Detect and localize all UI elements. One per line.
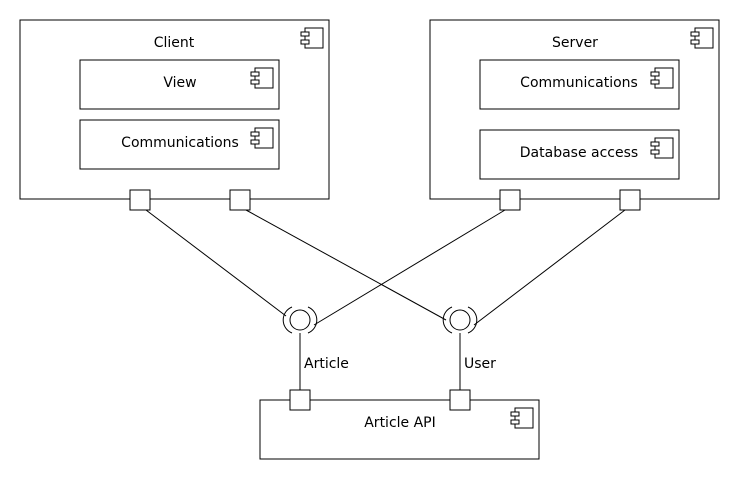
server-communications-title: Communications bbox=[520, 75, 638, 91]
connectors bbox=[145, 209, 626, 390]
article-ball-icon bbox=[289, 309, 311, 331]
article-socket-right-icon bbox=[307, 306, 318, 334]
edge-client-port2-to-user[interactable] bbox=[245, 209, 447, 321]
api-port-article[interactable] bbox=[289, 389, 311, 411]
user-ball-icon bbox=[449, 309, 471, 331]
edge-server-port2-to-user[interactable] bbox=[473, 209, 626, 326]
server-database-access-component[interactable]: Database access bbox=[479, 129, 680, 180]
edge-server-port1-to-article[interactable] bbox=[313, 209, 506, 326]
user-socket-right-icon bbox=[467, 306, 478, 334]
server-communications-component[interactable]: Communications bbox=[479, 59, 680, 110]
api-port-user[interactable] bbox=[449, 389, 471, 411]
client-port-user[interactable] bbox=[229, 189, 251, 211]
article-socket-left-icon bbox=[282, 306, 293, 334]
client-title: Client bbox=[154, 35, 195, 51]
client-communications-title: Communications bbox=[121, 135, 239, 151]
server-port-article[interactable] bbox=[499, 189, 521, 211]
user-interface[interactable]: User bbox=[442, 306, 496, 372]
client-port-article[interactable] bbox=[129, 189, 151, 211]
ports bbox=[129, 189, 641, 411]
client-component[interactable]: Client View Communications bbox=[19, 19, 330, 200]
client-communications-component[interactable]: Communications bbox=[79, 119, 280, 170]
server-communications-box[interactable] bbox=[479, 59, 680, 110]
server-component[interactable]: Server Communications Database access bbox=[429, 19, 720, 200]
client-view-component[interactable]: View bbox=[79, 59, 280, 110]
server-database-access-box[interactable] bbox=[479, 129, 680, 180]
article-interface-label: Article bbox=[304, 356, 349, 372]
client-view-title: View bbox=[163, 75, 196, 91]
client-communications-box[interactable] bbox=[79, 119, 280, 170]
user-socket-left-icon bbox=[442, 306, 453, 334]
server-database-access-title: Database access bbox=[520, 145, 638, 161]
article-interface[interactable]: Article bbox=[282, 306, 349, 372]
article-api-title: Article API bbox=[364, 415, 436, 431]
server-title: Server bbox=[552, 35, 598, 51]
edge-client-port1-to-article[interactable] bbox=[145, 209, 287, 317]
server-port-user[interactable] bbox=[619, 189, 641, 211]
user-interface-label: User bbox=[464, 356, 496, 372]
client-view-box[interactable] bbox=[79, 59, 280, 110]
